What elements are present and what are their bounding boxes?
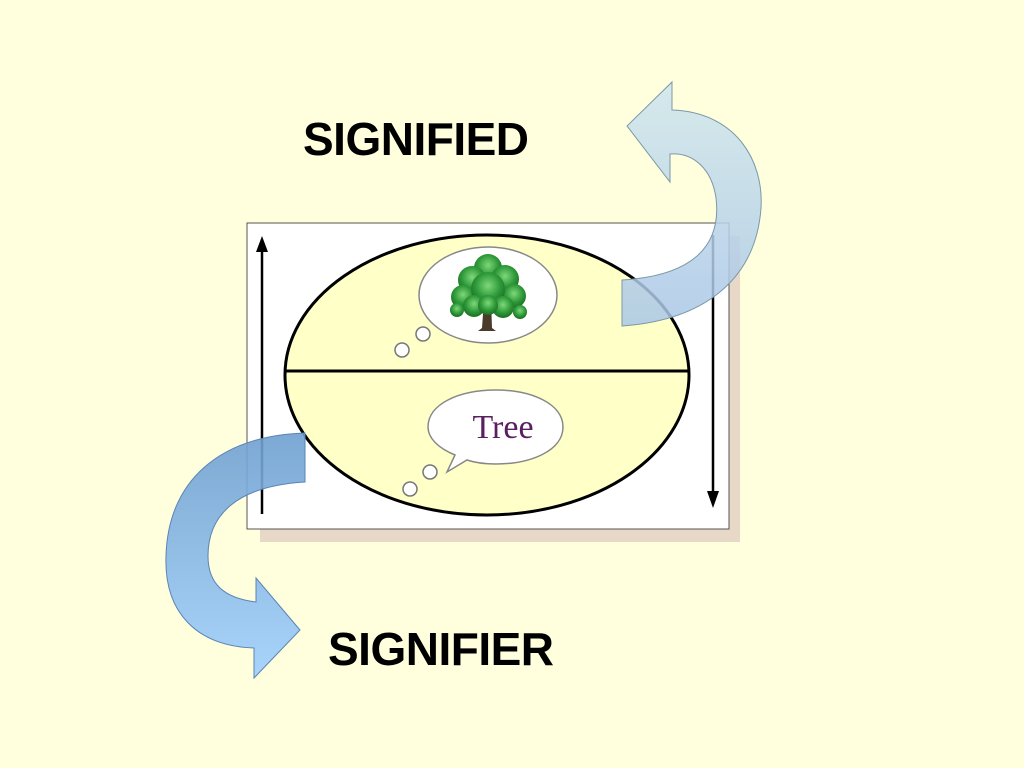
signifier-label: SIGNIFIER [328, 623, 554, 675]
word-bubble: Tree [402, 389, 564, 497]
curved-arrow-to-signifier [165, 432, 306, 680]
concept-bubble [394, 246, 558, 358]
signified-label: SIGNIFIED [303, 113, 529, 165]
tree-icon [450, 254, 527, 331]
curved-arrow-to-signified [621, 80, 762, 327]
word-bubble-text: Tree [472, 409, 533, 446]
sign-ellipse [283, 233, 691, 517]
